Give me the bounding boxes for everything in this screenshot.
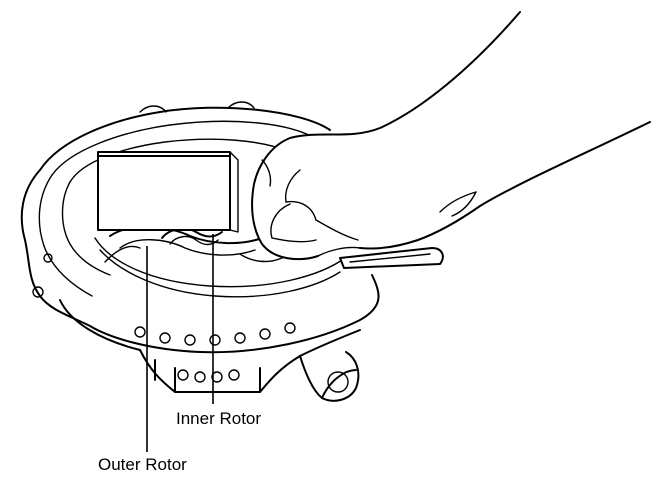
- feeler-gauge: [339, 247, 444, 269]
- inner-rotor-label: Inner Rotor: [176, 409, 261, 428]
- straight-edge: [97, 151, 239, 233]
- pump-housing: [20, 101, 380, 402]
- hand-holding-gauge: [251, 11, 651, 470]
- outer-rotor-label: Outer Rotor: [98, 455, 187, 474]
